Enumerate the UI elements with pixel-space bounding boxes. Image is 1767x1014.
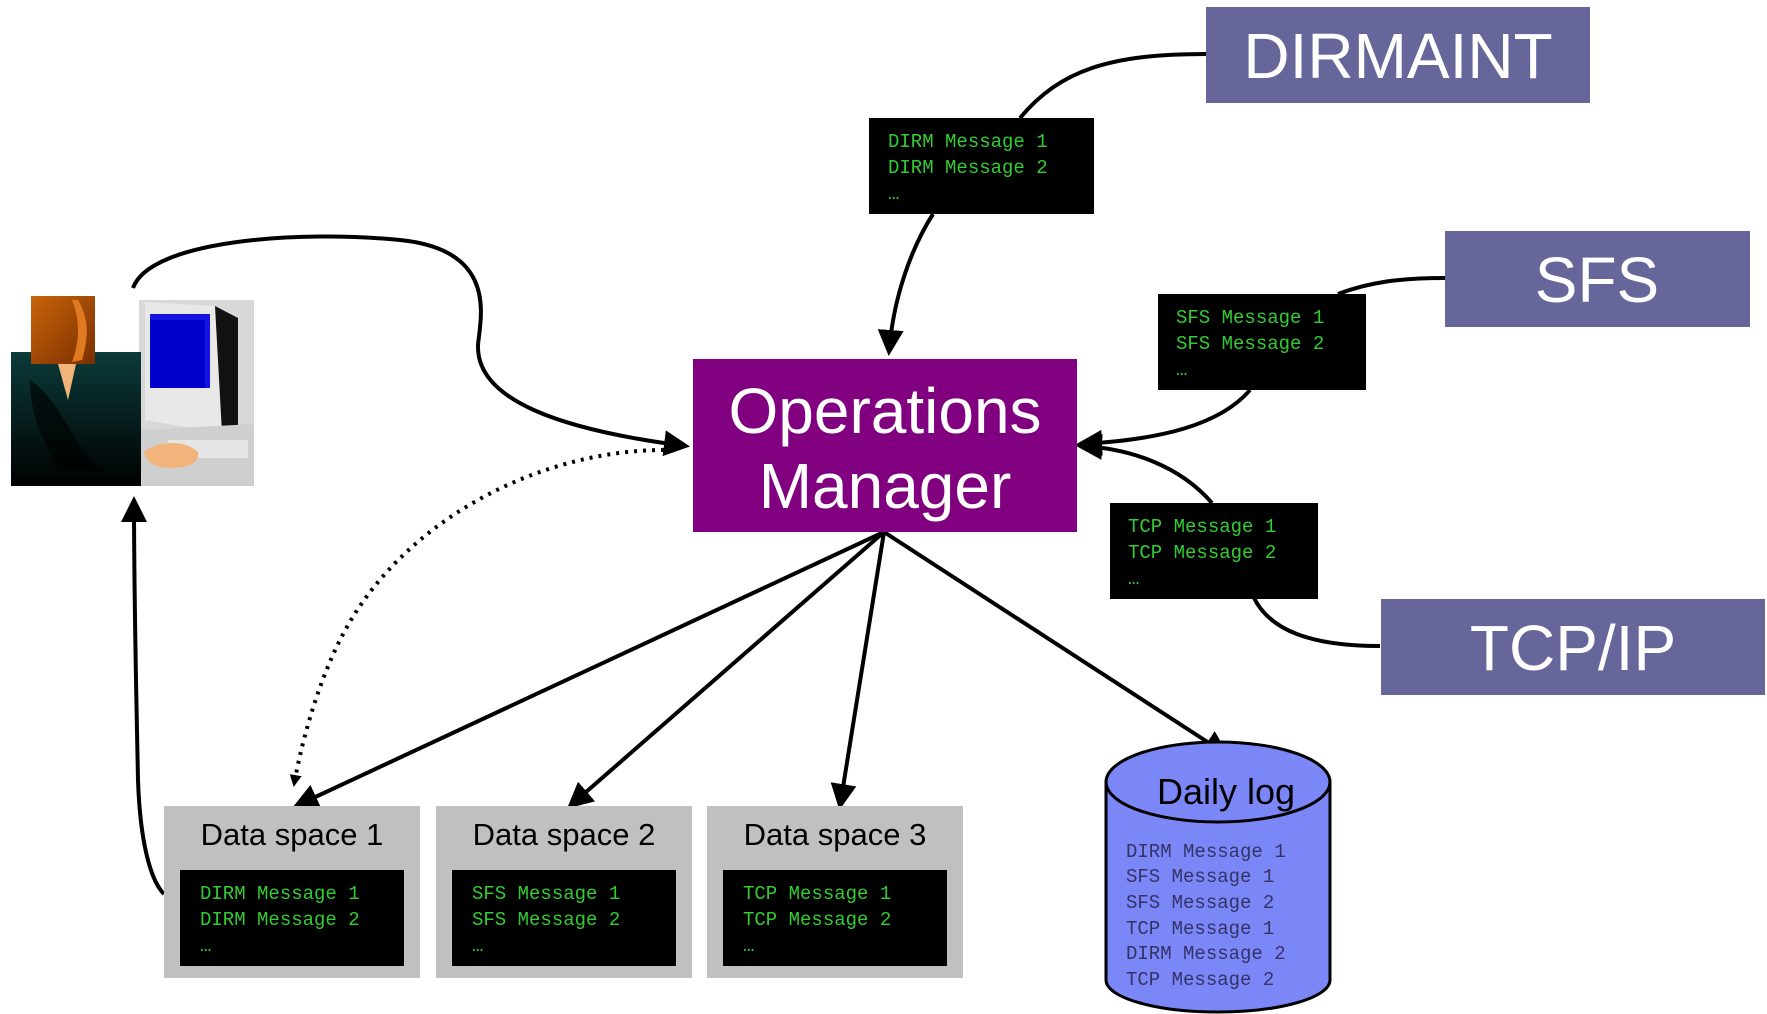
- hub-title-line-2: Manager: [759, 450, 1012, 522]
- log-line: TCP Message 1: [1126, 918, 1274, 940]
- tcpip-box: [1381, 599, 1765, 695]
- sfs-terminal-to-hub-arrow: [1076, 388, 1252, 456]
- terminal-window: [1110, 503, 1318, 599]
- sfs-label: SFS: [1535, 244, 1659, 316]
- hub-data-space-1-dotted-link: [289, 448, 665, 787]
- sfs-box: [1445, 231, 1750, 327]
- terminal-window: [723, 870, 947, 966]
- data-space-1-to-user-arrow: [121, 496, 166, 896]
- operations-manager: Operations Manager: [693, 359, 1077, 532]
- terminal-line: …: [200, 935, 211, 957]
- data-space-2: Data space 2 SFS Message 1 SFS Message 2…: [436, 806, 692, 978]
- terminal-line: DIRM Message 2: [200, 909, 360, 931]
- daily-log: Daily log DIRM Message 1 SFS Message 1 S…: [1104, 740, 1332, 1014]
- sfs-terminal: SFS Message 1 SFS Message 2 …: [1158, 294, 1366, 390]
- log-line: SFS Message 2: [1126, 892, 1274, 914]
- daily-log-cylinder-top: [1104, 740, 1332, 824]
- hub-to-data-space-2-arrow: [566, 530, 886, 809]
- terminal-line: SFS Message 2: [472, 909, 620, 931]
- data-space-title: Data space 2: [473, 817, 656, 852]
- tcpip-terminal-to-hub-arrow: [1076, 433, 1214, 505]
- terminal-line: …: [472, 935, 483, 957]
- hub-to-daily-log-arrow: [882, 530, 1230, 757]
- hub-to-data-space-3-arrow: [830, 531, 886, 810]
- terminal-line: …: [888, 183, 899, 205]
- terminal-window: [869, 118, 1094, 214]
- terminal-line: TCP Message 2: [1128, 542, 1276, 564]
- terminal-line: SFS Message 1: [1176, 307, 1324, 329]
- dirmaint-box: [1206, 7, 1590, 103]
- terminal-line: DIRM Message 1: [200, 883, 360, 905]
- terminal-line: TCP Message 1: [743, 883, 891, 905]
- log-line: DIRM Message 1: [1126, 841, 1286, 863]
- terminal-line: TCP Message 1: [1128, 516, 1276, 538]
- terminal-line: SFS Message 1: [472, 883, 620, 905]
- source-dirmaint: DIRMAINT: [1206, 7, 1590, 103]
- log-line: TCP Message 2: [1126, 969, 1274, 991]
- data-space-3: Data space 3 TCP Message 1 TCP Message 2…: [707, 806, 963, 978]
- daily-log-cylinder: [1104, 780, 1332, 1014]
- user-to-hub-arrow: [131, 234, 690, 457]
- terminal-line: TCP Message 2: [743, 909, 891, 931]
- dirmaint-terminal-to-hub-arrow: [877, 212, 935, 356]
- terminal-window: [1158, 294, 1366, 390]
- hub-title-line-1: Operations: [728, 375, 1041, 447]
- terminal-window: [452, 870, 676, 966]
- terminal-window: [180, 870, 404, 966]
- dirmaint-label: DIRMAINT: [1243, 20, 1552, 92]
- data-space-title: Data space 3: [744, 817, 927, 852]
- data-space-title: Data space 1: [201, 817, 384, 852]
- log-line: DIRM Message 2: [1126, 943, 1286, 965]
- user-at-computer-icon: [11, 296, 254, 486]
- operations-manager-box: [693, 359, 1077, 532]
- sfs-to-terminal-line: [1337, 276, 1446, 296]
- dirmaint-terminal: DIRM Message 1 DIRM Message 2 …: [869, 118, 1094, 214]
- connectors: [121, 52, 1446, 896]
- terminal-line: DIRM Message 1: [888, 131, 1048, 153]
- tcpip-label: TCP/IP: [1470, 612, 1676, 684]
- terminal-line: SFS Message 2: [1176, 333, 1324, 355]
- source-tcpip: TCP/IP: [1381, 599, 1765, 695]
- dirmaint-to-terminal-line: [1018, 52, 1207, 120]
- terminal-line: DIRM Message 2: [888, 157, 1048, 179]
- terminal-line: …: [1176, 359, 1187, 381]
- tcpip-to-terminal-line: [1252, 597, 1381, 648]
- terminal-line: …: [1128, 568, 1139, 590]
- hub-to-data-space-1-arrow: [292, 530, 885, 809]
- source-sfs: SFS: [1445, 231, 1750, 327]
- daily-log-title: Daily log: [1157, 771, 1295, 812]
- tcpip-terminal: TCP Message 1 TCP Message 2 …: [1110, 503, 1318, 599]
- log-line: SFS Message 1: [1126, 866, 1274, 888]
- terminal-line: …: [743, 935, 754, 957]
- data-space-1: Data space 1 DIRM Message 1 DIRM Message…: [164, 806, 420, 978]
